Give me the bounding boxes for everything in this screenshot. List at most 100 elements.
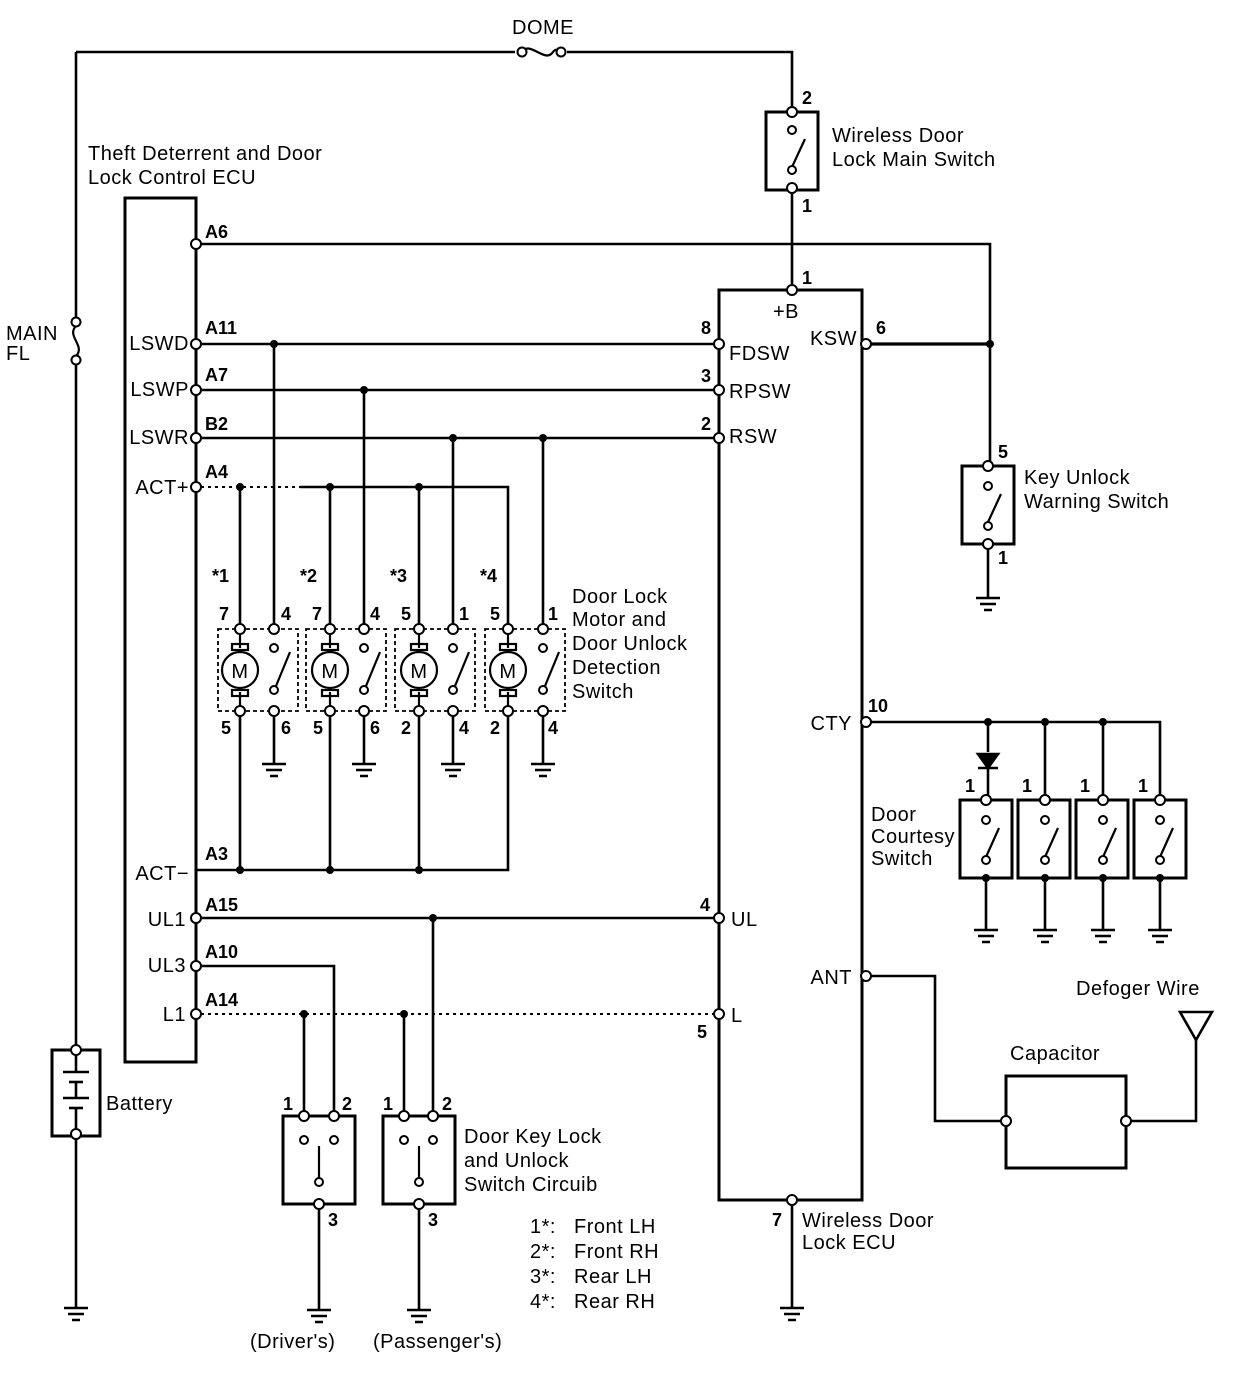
door-courtesy-switches: 1 1 1 1 Door Courtesy Switch [871, 718, 1188, 944]
ecu-pin-a10: A10 [205, 942, 238, 962]
motor-4-mark: *4 [480, 566, 497, 586]
motor-4-pin-top-a: 5 [490, 604, 500, 624]
ecu-title-line1: Theft Deterrent and Door [88, 143, 322, 165]
motor-1-m-symbol: M [231, 661, 248, 683]
legend-value-2: Front RH [574, 1241, 659, 1263]
theft-deterrent-ecu: Theft Deterrent and Door Lock Control EC… [88, 143, 322, 1064]
courtesy-label-line1: Door [871, 804, 916, 826]
wecu-term-fdsw: FDSW [729, 343, 790, 365]
ecu-term-lswp: LSWP [130, 379, 189, 401]
wecu-pin-6: 6 [876, 318, 886, 338]
courtesy-label-line3: Switch [871, 848, 933, 870]
wecu-pin-2: 2 [701, 414, 711, 434]
door-key-switch-label: Door Key Lock and Unlock Switch Circuib [464, 1126, 602, 1196]
motor-3-pin-bot-b: 4 [459, 718, 469, 738]
driver-switch-pin-3: 3 [328, 1210, 338, 1230]
ecu-term-act-minus: ACT− [135, 863, 189, 885]
key-warning-pin-5: 5 [998, 442, 1008, 462]
wecu-label-line2: Lock ECU [802, 1232, 896, 1254]
wecu-pin-8: 8 [701, 318, 711, 338]
legend-value-3: Rear LH [574, 1266, 652, 1288]
motor-1-pin-bot-b: 6 [281, 718, 291, 738]
battery: Battery [50, 1044, 173, 1322]
main-fuse: MAIN FL [6, 52, 82, 1046]
courtesy-2-pin: 1 [1022, 776, 1032, 796]
switch-signal-lines [201, 340, 714, 624]
motor-unit-2: *2 7 4 5 6 M [300, 566, 387, 778]
main-switch-label-line1: Wireless Door [832, 125, 964, 147]
wireless-door-lock-ecu: 1 +B KSW 6 FDSW 8 RPSW 3 RSW 2 CTY 10 AN… [697, 268, 990, 1322]
main-switch-label-line2: Lock Main Switch [832, 149, 996, 171]
motor-2-m-symbol: M [321, 661, 338, 683]
motor-1-pin-bot-a: 5 [221, 718, 231, 738]
ecu-pin-a15: A15 [205, 895, 238, 915]
main-fuse-label: MAIN [6, 323, 58, 345]
motor-label-line1: Door Lock [572, 586, 668, 608]
key-switch-label-line2: and Unlock [464, 1150, 570, 1172]
driver-key-switch: 1 2 3 (Driver's) [250, 1094, 357, 1353]
main-switch-pin-2: 2 [802, 88, 812, 108]
wecu-pin-10: 10 [868, 696, 888, 716]
wecu-term-ant: ANT [811, 967, 853, 989]
legend-key-3: 3*: [530, 1266, 556, 1288]
key-warning-label-line2: Warning Switch [1024, 491, 1169, 513]
legend-key-2: 2*: [530, 1241, 556, 1263]
courtesy-3-pin: 1 [1080, 776, 1090, 796]
wecu-pin-1: 1 [802, 268, 812, 288]
motor-3-m-symbol: M [410, 661, 427, 683]
wecu-pin-7: 7 [772, 1210, 782, 1230]
motor-unit-3: *3 5 1 2 4 M [390, 566, 476, 778]
legend: 1*: Front LH 2*: Front RH 3*: Rear LH 4*… [530, 1216, 659, 1313]
unlock-lines [201, 914, 714, 1116]
wecu-pin-5: 5 [697, 1022, 707, 1042]
motor-label-line2: Motor and [572, 609, 667, 631]
ecu-term-lswr: LSWR [129, 427, 189, 449]
defogger-label: Defoger Wire [1076, 978, 1200, 1000]
ecu-pin-b2: B2 [205, 414, 228, 434]
wecu-term-rpsw: RPSW [729, 381, 791, 403]
key-warning-label-line1: Key Unlock [1024, 467, 1131, 489]
motor-3-pin-top-a: 5 [401, 604, 411, 624]
passenger-switch-pin-3: 3 [428, 1210, 438, 1230]
battery-label: Battery [106, 1093, 173, 1115]
dome-circuit: DOME [76, 17, 794, 108]
ecu-pin-a11: A11 [205, 318, 237, 338]
passenger-switch-pin-2: 2 [442, 1094, 452, 1114]
antenna-circuit: Capacitor Defoger Wire [871, 974, 1215, 1170]
wecu-label-line1: Wireless Door [802, 1210, 934, 1232]
passengers-label: (Passenger's) [373, 1331, 502, 1353]
motor-1-mark: *1 [212, 566, 229, 586]
key-switch-label-line3: Switch Circuib [464, 1174, 598, 1196]
motor-3-pin-top-b: 1 [459, 604, 469, 624]
wecu-pin-4: 4 [700, 895, 710, 915]
motor-1-pin-top-a: 7 [219, 604, 229, 624]
wecu-term-ul: UL [731, 909, 758, 931]
actuator-bus [196, 483, 510, 874]
motor-unit-1: *1 7 4 5 6 M [212, 566, 299, 778]
wecu-term-ksw: KSW [810, 328, 857, 350]
ecu-pin-a7: A7 [205, 365, 228, 385]
courtesy-4-pin: 1 [1138, 776, 1148, 796]
capacitor-label: Capacitor [1010, 1043, 1100, 1065]
motor-2-pin-bot-b: 6 [370, 718, 380, 738]
ecu-term-act-plus: ACT+ [135, 477, 189, 499]
motor-2-pin-bot-a: 5 [313, 718, 323, 738]
motor-2-pin-top-a: 7 [312, 604, 322, 624]
motor-4-pin-top-b: 1 [548, 604, 558, 624]
legend-value-1: Front LH [574, 1216, 656, 1238]
key-warning-pin-1: 1 [998, 548, 1008, 568]
ecu-title-line2: Lock Control ECU [88, 167, 256, 189]
wireless-main-switch: 2 1 Wireless Door Lock Main Switch [764, 88, 996, 286]
motor-2-pin-top-b: 4 [370, 604, 380, 624]
passenger-key-switch: 1 2 3 (Passenger's) [373, 1094, 502, 1353]
motor-unit-4: *4 5 1 2 4 M [480, 566, 566, 778]
motor-label-line3: Door Unlock [572, 633, 688, 655]
motor-4-pin-bot-a: 2 [490, 718, 500, 738]
ecu-pin-a6: A6 [205, 222, 228, 242]
ecu-pin-a3: A3 [205, 844, 228, 864]
wecu-term-plus-b: +B [773, 301, 799, 323]
ecu-terminals: LSWD A11 LSWP A7 LSWR B2 ACT+ A4 ACT− A3… [129, 318, 238, 1026]
motor-4-m-symbol: M [499, 661, 516, 683]
